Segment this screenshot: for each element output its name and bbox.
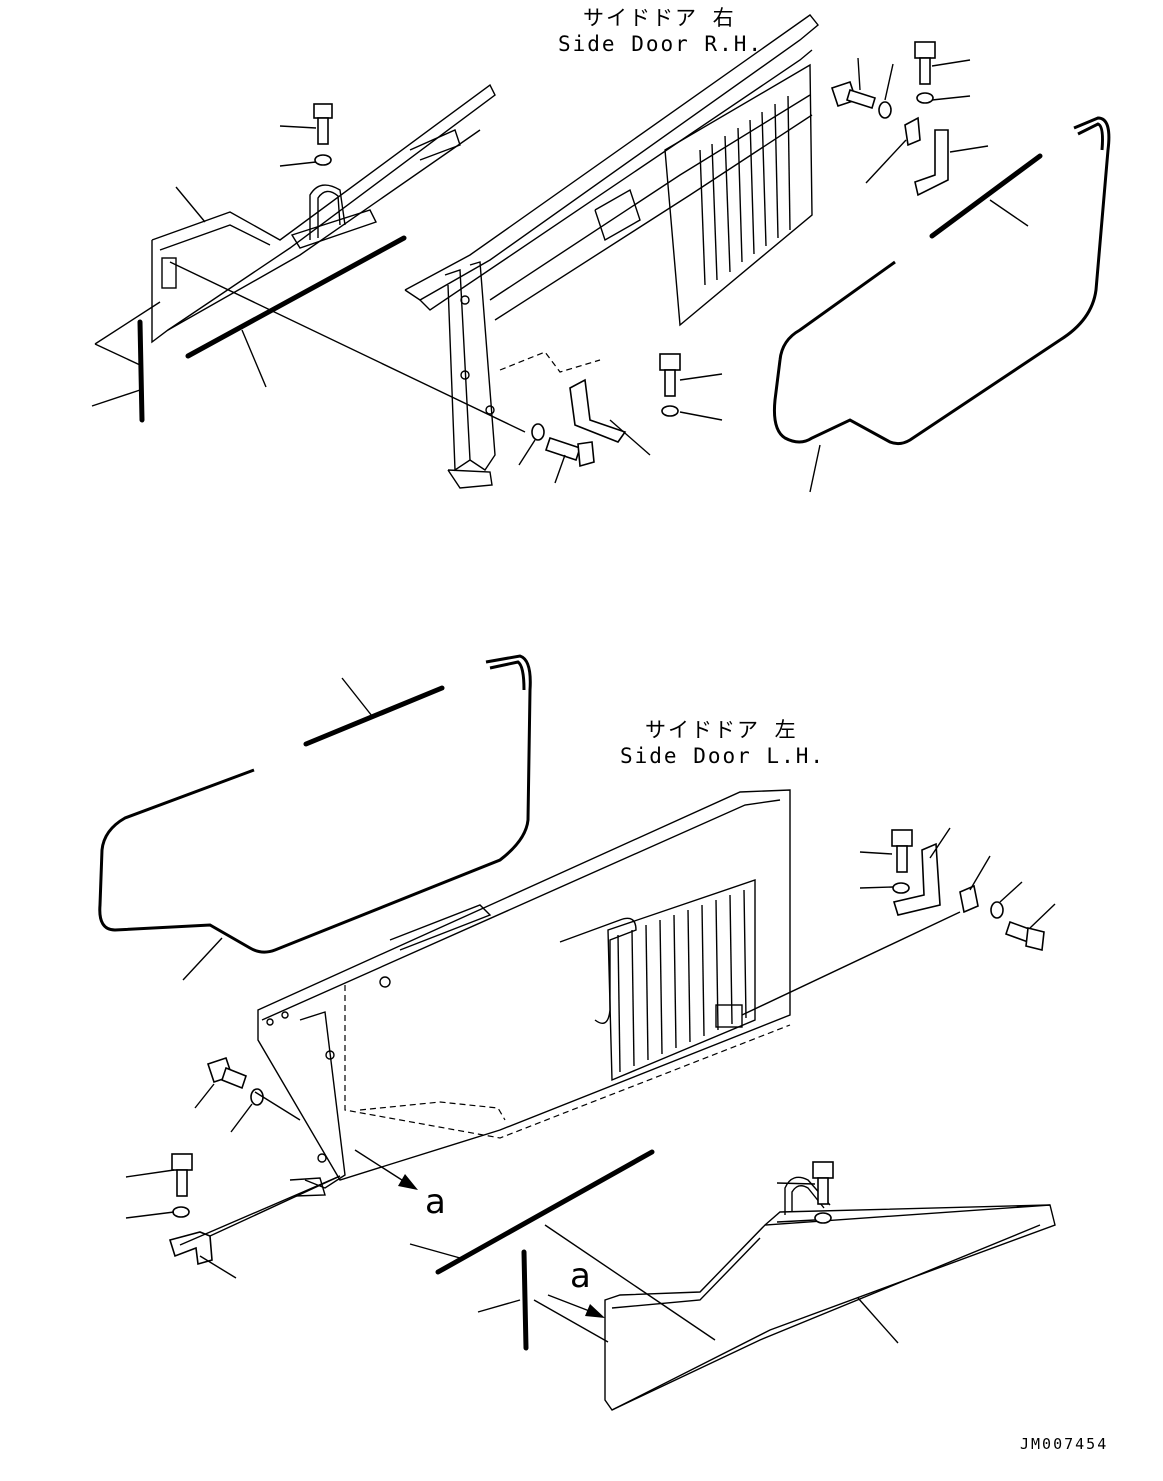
- bracket-rh-mid: [569, 378, 627, 443]
- seal-strip-rh-right: [929, 153, 1043, 239]
- title-lh-english: Side Door L.H.: [620, 744, 826, 768]
- louver-slats-lh: [617, 889, 747, 1073]
- bolt-rh-top-left: [313, 103, 333, 145]
- bolt-rh-lower: [544, 436, 595, 468]
- view-a-pointer: [547, 1294, 605, 1318]
- title-rh-english: Side Door R.H.: [558, 32, 764, 56]
- lower-cover-lh: [604, 1176, 1056, 1411]
- washer-lh-left-upper: [250, 1088, 264, 1106]
- reference-arrow-a-label: a: [425, 1182, 446, 1222]
- bolt-lh-lower-right: [812, 1161, 834, 1205]
- bolt-lh-left-upper: [206, 1056, 247, 1090]
- washer-rh-upper-1: [916, 92, 934, 104]
- bolt-lh-right: [1004, 920, 1045, 951]
- seal-strip-lh-bottom: [435, 1149, 655, 1275]
- bolt-rh-upper-1: [914, 41, 936, 85]
- reference-view-a-label: a: [570, 1256, 591, 1296]
- leader-lines-lh: [125, 677, 1056, 1344]
- washer-rh-lower: [531, 423, 545, 441]
- seal-strip-lh-top: [303, 685, 445, 747]
- washer-lh-left-lower: [172, 1206, 190, 1218]
- bolt-rh-upper-2: [830, 80, 876, 110]
- bolt-lh-right-upper: [891, 829, 913, 873]
- leader-lines-rh: [91, 57, 1029, 493]
- drawing-code: JM007454: [1020, 1435, 1109, 1453]
- bolt-lh-left-lower: [171, 1153, 193, 1197]
- bracket-rh-hinge: [904, 116, 949, 197]
- washer-rh-upper-2: [878, 101, 892, 119]
- arrow-a-pointer: [354, 1149, 418, 1190]
- door-seal-loop-lh: [98, 654, 532, 954]
- door-frame-rh: [404, 14, 819, 489]
- washer-lh-right: [990, 901, 1004, 919]
- bolt-rh-mid: [659, 353, 681, 397]
- bracket-lh-left: [168, 1231, 213, 1266]
- title-lh-japanese: サイドドア 左: [645, 718, 798, 742]
- seal-strip-rh-vertical: [137, 319, 145, 423]
- title-rh-japanese: サイドドア 右: [583, 6, 736, 30]
- washer-lh-right-upper: [892, 882, 910, 894]
- bracket-lh-hinge: [892, 842, 979, 916]
- washer-rh-mid: [661, 405, 679, 417]
- lower-cover-rh: [151, 83, 496, 344]
- seal-strip-lh-vertical: [521, 1249, 529, 1351]
- louver-slats-rh: [699, 95, 791, 286]
- washer-rh-top-left: [314, 154, 332, 166]
- washer-lh-lower-right: [814, 1212, 832, 1224]
- door-seal-loop-rh: [773, 116, 1111, 446]
- seal-strip-rh-horizontal: [185, 235, 407, 359]
- door-frame-lh: [257, 789, 791, 1197]
